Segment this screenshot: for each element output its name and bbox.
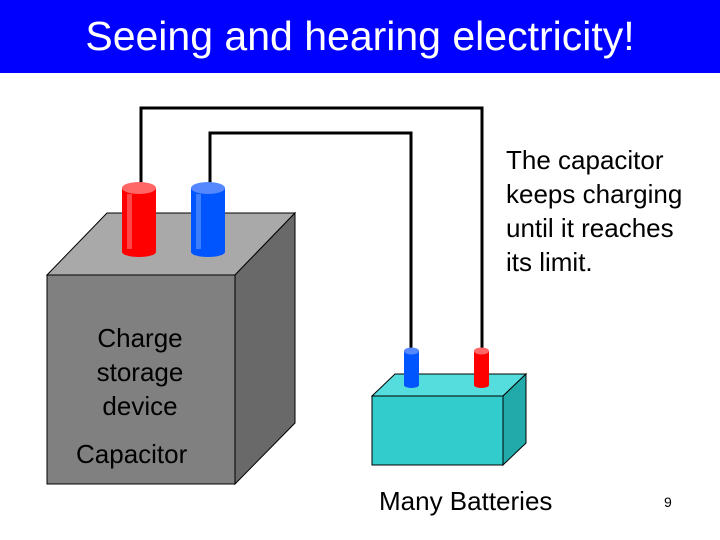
batteries-label: Many Batteries — [379, 486, 553, 516]
wire-red — [139, 106, 484, 351]
charge-storage-box-icon — [45, 211, 297, 486]
battery-blue-terminal-icon — [404, 347, 419, 388]
battery-icon — [370, 372, 528, 467]
charge-storage-label: Charge storage device — [96, 323, 184, 421]
box-front — [46, 274, 236, 485]
red-terminal-icon — [122, 182, 156, 257]
title-bar: Seeing and hearing electricity! — [0, 0, 720, 73]
wire-blue — [208, 131, 413, 351]
wires — [139, 106, 484, 351]
battery-red-terminal-icon — [474, 347, 489, 388]
battery-front — [371, 395, 504, 466]
slide-title: Seeing and hearing electricity! — [85, 13, 635, 59]
page-number: 9 — [664, 494, 672, 510]
battery-top — [370, 373, 528, 397]
blue-terminal-icon — [191, 182, 225, 257]
capacitor-caption: The capacitor keeps charging until it re… — [506, 145, 683, 277]
capacitor-label: Capacitor — [76, 439, 188, 469]
